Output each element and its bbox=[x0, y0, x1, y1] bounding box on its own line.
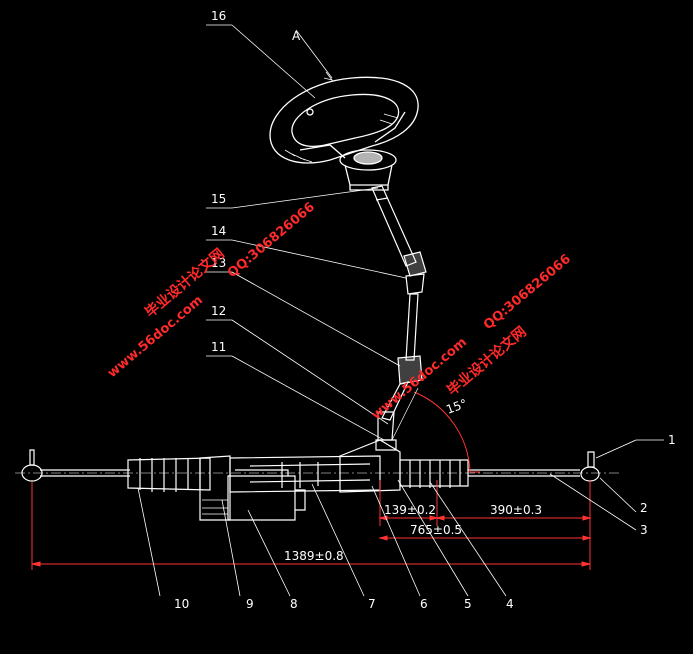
callout-6: 6 bbox=[420, 597, 428, 611]
callout-3: 3 bbox=[640, 523, 648, 537]
callout-5: 5 bbox=[464, 597, 472, 611]
callout-4: 4 bbox=[506, 597, 514, 611]
dimension-1389: 1389±0.8 bbox=[284, 549, 344, 563]
view-label: A bbox=[292, 29, 301, 43]
callout-16: 16 bbox=[211, 9, 226, 23]
dimension-390: 390±0.3 bbox=[490, 503, 542, 517]
watermark-title-right: 毕业设计论文网 bbox=[444, 323, 530, 399]
dimension-139: 139±0.2 bbox=[384, 503, 436, 517]
callout-2: 2 bbox=[640, 501, 648, 515]
callout-11: 11 bbox=[211, 340, 226, 354]
dimension-765: 765±0.5 bbox=[410, 523, 462, 537]
callout-1: 1 bbox=[668, 433, 676, 447]
steering-column bbox=[371, 185, 427, 451]
callout-10: 10 bbox=[174, 597, 189, 611]
dimension-lines bbox=[31, 480, 592, 570]
callout-8: 8 bbox=[290, 597, 298, 611]
angle-label: 15° bbox=[444, 396, 469, 416]
callout-9: 9 bbox=[246, 597, 254, 611]
callout-7: 7 bbox=[368, 597, 376, 611]
watermark-qq-left: QQ:306826066 bbox=[225, 200, 318, 281]
callout-12: 12 bbox=[211, 304, 226, 318]
angle-indicator bbox=[391, 387, 480, 473]
watermark-qq-right: QQ:306826066 bbox=[481, 252, 574, 333]
steering-wheel bbox=[269, 76, 419, 191]
rack-housing bbox=[21, 439, 600, 521]
callout-13: 13 bbox=[211, 256, 226, 270]
callout-15: 15 bbox=[211, 192, 226, 206]
callout-14: 14 bbox=[211, 224, 226, 238]
leader-lines bbox=[137, 24, 664, 597]
watermark-right: www.56doc.com 毕业设计论文网 QQ:306826066 bbox=[369, 252, 574, 423]
